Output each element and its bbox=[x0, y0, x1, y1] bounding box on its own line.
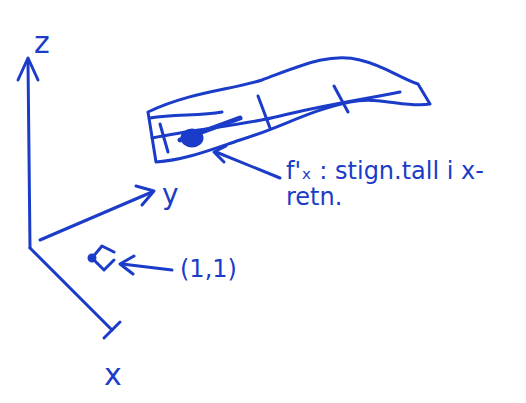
leader-line bbox=[122, 264, 172, 270]
x-axis bbox=[30, 248, 112, 330]
leader-arrowhead bbox=[214, 146, 226, 162]
grid-line bbox=[258, 96, 270, 128]
axis-label: z bbox=[34, 26, 50, 59]
point-dot bbox=[89, 255, 95, 261]
annotation: f'ₓ : stign.tall i x-retn. bbox=[286, 158, 518, 211]
x-tick bbox=[104, 322, 120, 338]
y-axis bbox=[40, 192, 152, 240]
axis-label: x bbox=[104, 358, 122, 391]
z-arrowhead bbox=[18, 58, 38, 80]
surface-patch bbox=[148, 58, 430, 162]
surface-curve bbox=[150, 112, 222, 118]
y-arrowhead bbox=[136, 186, 154, 205]
z-axis bbox=[28, 62, 30, 248]
leader-line bbox=[216, 152, 280, 178]
point-label: (1,1) bbox=[180, 256, 237, 282]
axis-label: y bbox=[162, 180, 179, 211]
grid-line bbox=[334, 86, 348, 112]
tangent-line bbox=[180, 118, 240, 140]
leader-arrowhead bbox=[120, 256, 134, 274]
grid-line bbox=[160, 124, 168, 152]
